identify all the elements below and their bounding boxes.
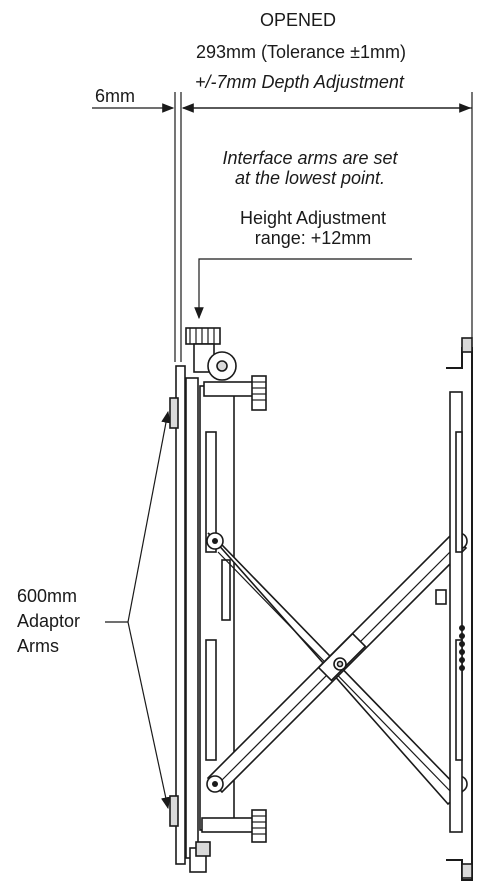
dimension-length: 293mm (Tolerance ±1mm) <box>196 42 406 62</box>
display-bracket-right <box>435 337 473 881</box>
interface-note: Interface arms are set at the lowest poi… <box>190 148 430 188</box>
height-leader <box>194 258 412 320</box>
height-note-line2: range: +12mm <box>254 228 372 248</box>
tolerance-symbol: ± <box>350 42 360 62</box>
scissor-arms <box>206 532 468 806</box>
height-note-line1: Height Adjustment <box>239 208 387 228</box>
interface-note-line1: Interface arms are set <box>222 148 398 168</box>
interface-note-line2: at the lowest point. <box>234 168 386 188</box>
offset-label: 6mm <box>95 86 135 106</box>
adaptor-arms-leaders <box>105 410 171 810</box>
adaptor-arm-left <box>169 365 207 873</box>
tolerance-value: 1mm) <box>359 42 406 62</box>
bottom-knob <box>195 809 267 857</box>
state-label: OPENED <box>260 10 337 30</box>
adaptor-arms-callout: 600mm Adaptor Arms <box>17 584 80 659</box>
length-value: 293mm (Tolerance <box>196 42 351 62</box>
dimension-lines <box>92 92 473 362</box>
height-adjustment-note: Height Adjustment range: +12mm <box>198 208 428 248</box>
callout-line1: 600mm <box>17 586 78 606</box>
top-knob <box>185 327 267 411</box>
callout-line2: Adaptor <box>17 611 81 631</box>
callout-line3: Arms <box>17 636 59 656</box>
depth-adjustment-label: +/-7mm Depth Adjustment <box>195 72 404 92</box>
